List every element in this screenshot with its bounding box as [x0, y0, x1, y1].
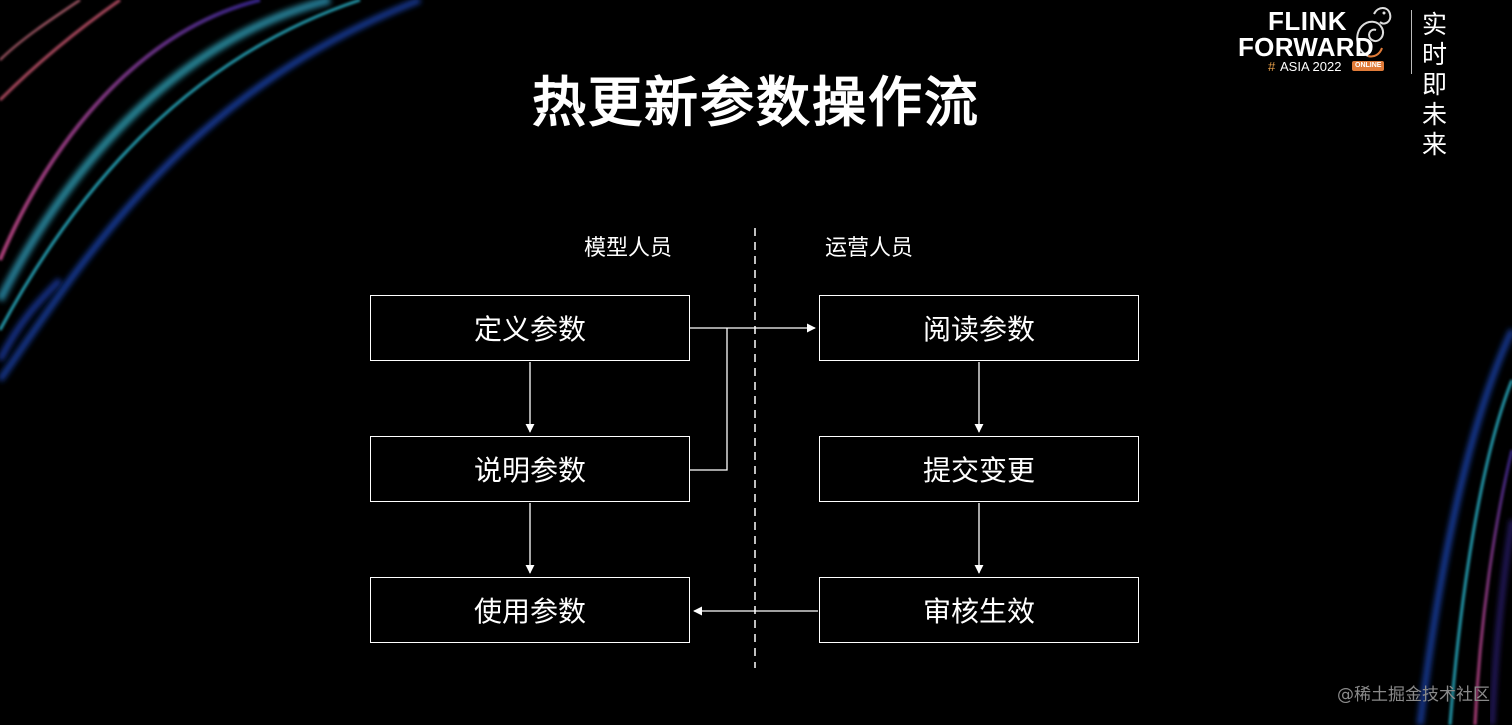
logo-divider	[1411, 10, 1412, 74]
squirrel-logo-icon	[1356, 7, 1392, 58]
logo-online-badge: ONLINE	[1352, 61, 1385, 71]
node-read-params: 阅读参数	[819, 295, 1139, 361]
header-model-staff: 模型人员	[584, 236, 673, 261]
connector-explain-to-read	[690, 328, 728, 471]
watermark: @稀土掘金技术社区	[1337, 685, 1490, 705]
header-operations-staff: 运营人员	[825, 236, 914, 261]
node-define-params: 定义参数	[370, 295, 690, 361]
node-use-params: 使用参数	[370, 577, 690, 643]
logo-event-name: ASIA 2022	[1280, 59, 1342, 74]
node-explain-params: 说明参数	[370, 436, 690, 502]
logo-hash: #	[1268, 59, 1276, 74]
logo-flink-text: FLINK	[1268, 6, 1348, 36]
node-approve-effective: 审核生效	[819, 577, 1139, 643]
event-logo: FLINK FORWARD # ASIA 2022 ONLINE 实时即未来	[1236, 4, 1506, 159]
node-submit-change: 提交变更	[819, 436, 1139, 502]
logo-forward-text: FORWARD	[1238, 32, 1374, 62]
slide-title: 热更新参数操作流	[532, 71, 980, 134]
logo-slogan: 实时即未来	[1422, 10, 1447, 159]
